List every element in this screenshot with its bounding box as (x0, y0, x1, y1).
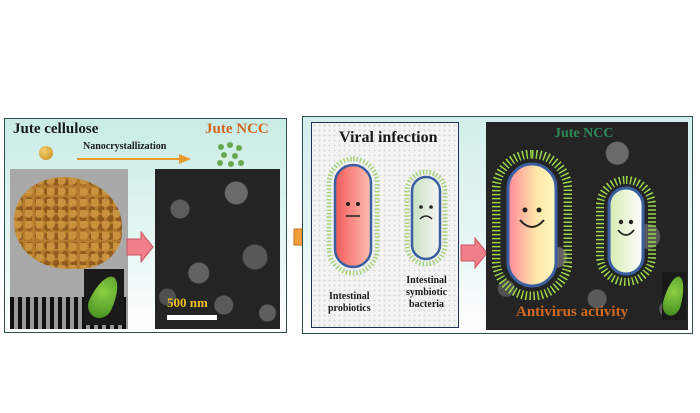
jute-ncc-label: Jute NCC (205, 121, 269, 137)
viral-infection-title: Viral infection (339, 129, 438, 146)
antivirus-sem-image: Jute NCC Anti (486, 122, 688, 330)
right-panel: Viral infection (302, 116, 693, 334)
symbiotic-bacterium-icon (404, 169, 448, 267)
antivirus-activity-label: Antivirus activity (516, 304, 629, 320)
arrow-right-icon (126, 231, 154, 263)
ncc-sem-image: 500 nm (155, 169, 280, 329)
symbiotic-bacteria-label: Intestinal symbiotic bacteria (406, 275, 448, 310)
jute-cellulose-label: Jute cellulose (13, 121, 99, 137)
jute-cellulose-photo (10, 169, 128, 329)
probiotics-label: Intestinal probiotics (328, 291, 371, 314)
scale-bar-label: 500 nm (167, 295, 208, 310)
cellulose-particle-icon (39, 146, 53, 160)
jute-ncc-label: Jute NCC (554, 126, 614, 141)
protected-probiotic-icon (492, 150, 572, 300)
ncc-particles-icon (217, 142, 244, 167)
leaf-icon (660, 272, 688, 320)
leaf-icon (83, 269, 125, 325)
scale-bar (167, 315, 217, 320)
arrow-right-icon (460, 237, 488, 269)
nanocrystallization-label: Nanocrystallization (83, 141, 167, 152)
probiotic-bacterium-icon (326, 156, 380, 276)
left-panel: Jute cellulose Jute NCC Nanocrystallizat… (4, 118, 287, 333)
nanocrystallization-arrow-icon (77, 154, 191, 164)
viral-infection-box: Viral infection (311, 122, 459, 328)
protected-symbiotic-icon (596, 176, 656, 286)
